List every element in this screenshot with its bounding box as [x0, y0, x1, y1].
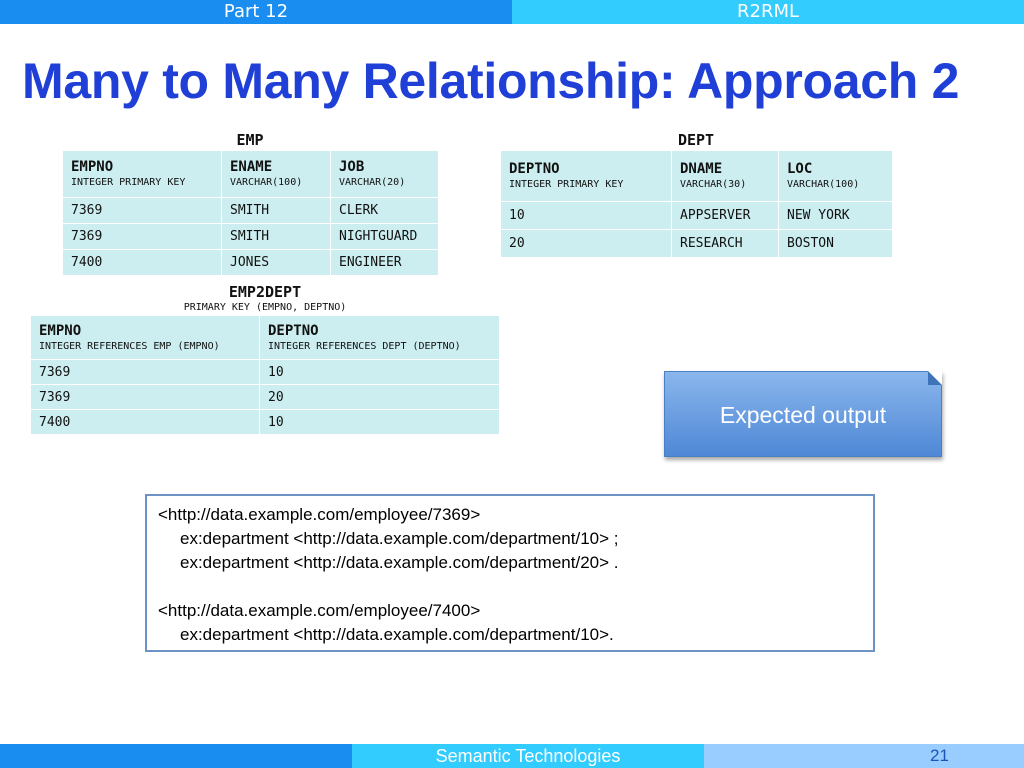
table-row: 7369 SMITH CLERK: [62, 197, 439, 224]
emp2dept-subcaption: PRIMARY KEY (EMPNO, DEPTNO): [183, 302, 347, 313]
output-line: ex:department <http://data.example.com/d…: [180, 529, 619, 548]
folded-corner-icon: [928, 371, 942, 385]
table-cell: NIGHTGUARD: [330, 223, 439, 250]
table-cell: 10: [259, 409, 500, 435]
table-cell: 7400: [30, 409, 260, 435]
table-cell: 20: [259, 384, 500, 410]
output-line: <http://data.example.com/employee/7369>: [158, 505, 481, 524]
table-cell: 7400: [62, 249, 222, 276]
expected-output-label: Expected output: [719, 402, 887, 428]
slide-footer: Semantic Technologies 21: [0, 744, 1024, 768]
table-cell: JONES: [221, 249, 331, 276]
table-row: 7400 JONES ENGINEER: [62, 249, 439, 276]
table-cell: RESEARCH: [671, 229, 779, 258]
emp2dept-caption: EMP2DEPT: [228, 283, 302, 301]
table-row: 7400 10: [30, 409, 500, 435]
output-line: ex:department <http://data.example.com/d…: [180, 553, 619, 572]
table-cell: SMITH: [221, 223, 331, 250]
output-line: <http://data.example.com/employee/7400>: [158, 601, 481, 620]
table-row: 10 APPSERVER NEW YORK: [500, 201, 893, 230]
table-cell: 7369: [62, 197, 222, 224]
table-cell: 7369: [30, 359, 260, 385]
header-topic: R2RML: [512, 0, 1024, 24]
output-line: [158, 575, 873, 599]
table-cell: BOSTON: [778, 229, 893, 258]
table-cell: NEW YORK: [778, 201, 893, 230]
slide-header: Part 12 R2RML: [0, 0, 1024, 24]
footer-right-bar: [704, 744, 1024, 768]
footer-course: Semantic Technologies: [352, 744, 704, 768]
slide-title: Many to Many Relationship: Approach 2: [22, 53, 960, 109]
table-row: 7369 20: [30, 384, 500, 410]
expected-output-callout: Expected output: [664, 371, 942, 457]
table-row: 20 RESEARCH BOSTON: [500, 229, 893, 258]
dept-caption: DEPT: [677, 131, 715, 149]
table-row: 7369 10: [30, 359, 500, 385]
footer-left-bar: [0, 744, 352, 768]
table-cell: ENGINEER: [330, 249, 439, 276]
output-line: ex:department <http://data.example.com/d…: [180, 625, 614, 644]
expected-output-box: <http://data.example.com/employee/7369> …: [145, 494, 875, 652]
table-cell: 20: [500, 229, 672, 258]
table-cell: 7369: [62, 223, 222, 250]
page-number: 21: [930, 746, 949, 765]
emp-caption: EMP: [236, 131, 264, 149]
header-part: Part 12: [0, 0, 512, 24]
table-cell: 7369: [30, 384, 260, 410]
table-cell: 10: [259, 359, 500, 385]
table-cell: SMITH: [221, 197, 331, 224]
table-cell: CLERK: [330, 197, 439, 224]
table-cell: 10: [500, 201, 672, 230]
table-row: 7369 SMITH NIGHTGUARD: [62, 223, 439, 250]
table-cell: APPSERVER: [671, 201, 779, 230]
